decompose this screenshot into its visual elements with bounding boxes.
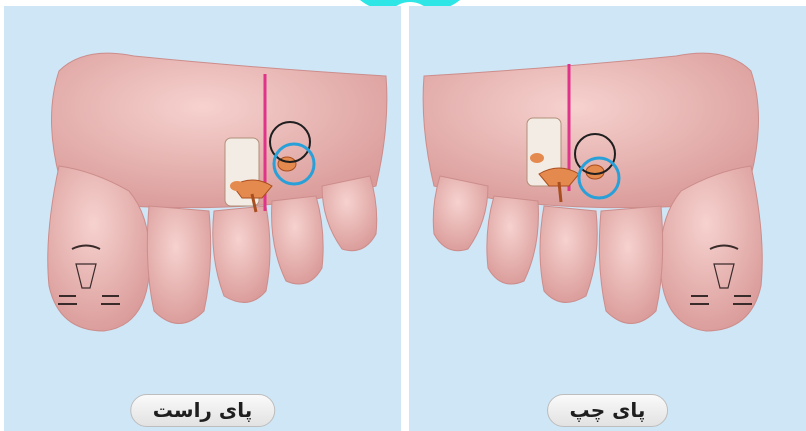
foot-illustration-left-foot bbox=[409, 6, 806, 431]
foot-caption-right: پای راست bbox=[130, 394, 276, 427]
panel-right: پای چپ bbox=[409, 6, 806, 431]
foot-illustration-left bbox=[4, 6, 401, 431]
panel-left: پای راست bbox=[4, 6, 401, 431]
foot-outline bbox=[48, 53, 387, 331]
foot-caption-left: پای چپ bbox=[547, 394, 669, 427]
foot-outline-mirrored bbox=[423, 53, 762, 331]
